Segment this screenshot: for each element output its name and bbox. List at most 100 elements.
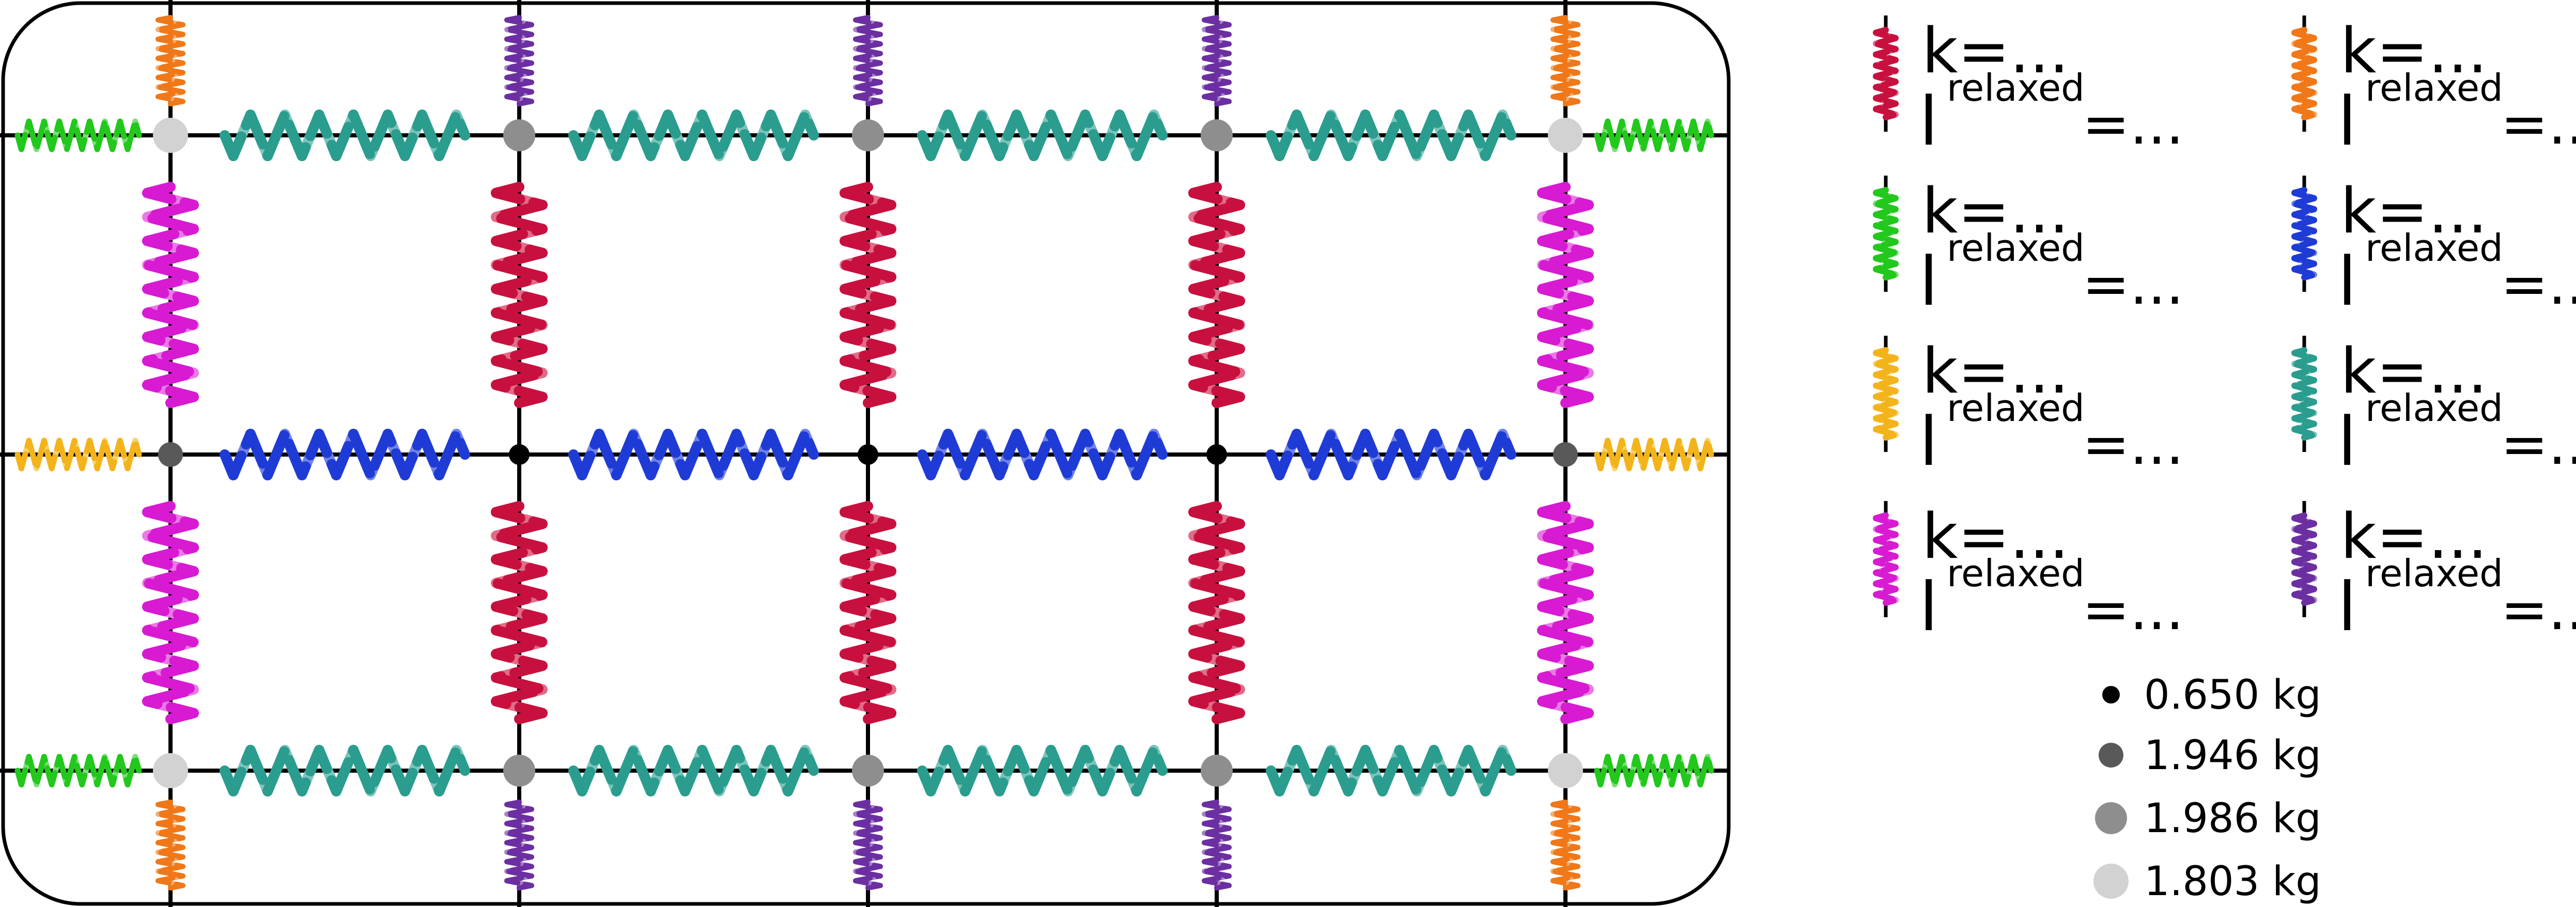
legend-length-symbol: l [1919, 242, 1938, 321]
legend-k-label: k=... [1922, 501, 2069, 573]
legend-spring-orange [2291, 27, 2317, 120]
mass-legend-item-m4: 1.803 kg [2093, 858, 2321, 905]
mass-m3 [852, 119, 884, 151]
vertical-spring [1188, 501, 1245, 724]
legend-relaxed-superscript: relaxed [1947, 66, 2085, 110]
vertical-spring [840, 182, 896, 408]
wall-spring-left [14, 437, 142, 472]
legend-length-value: =... [2082, 411, 2184, 477]
mass-m3 [1201, 755, 1233, 787]
legend-k-label: k=... [1922, 336, 2069, 408]
mass-m4 [153, 753, 188, 788]
springs-layer [14, 15, 1714, 890]
horizontal-spring [568, 110, 819, 161]
wall-spring-right [1594, 437, 1714, 472]
legend-k-label: k=... [1922, 176, 2069, 247]
horizontal-spring [220, 429, 470, 480]
legend-length-symbol: l [1919, 568, 1938, 646]
wall-spring-top [853, 15, 883, 106]
legend-length-value: =... [2501, 576, 2576, 643]
spring-legend: k=...lrelaxed=...k=...lrelaxed=...k=...l… [1873, 15, 2576, 646]
legend-length-symbol: l [1919, 82, 1938, 161]
mass-m2 [158, 442, 183, 467]
legend-length-symbol: l [2338, 242, 2356, 321]
legend-k-label: k=... [1922, 15, 2069, 87]
horizontal-spring [917, 745, 1168, 796]
legend-length-value: =... [2501, 91, 2576, 157]
wall-spring-bottom [504, 800, 534, 890]
vertical-spring [491, 182, 548, 408]
mass-legend-dot [2093, 864, 2129, 899]
vertical-spring [1537, 501, 1594, 724]
legend-spring-yellow [1873, 347, 1899, 441]
horizontal-spring [568, 429, 819, 480]
mass-m2 [1553, 442, 1578, 467]
legend-relaxed-superscript: relaxed [2365, 552, 2503, 595]
mass-legend-dot [2095, 802, 2127, 834]
mass-m3 [852, 755, 884, 787]
mass-m4 [1548, 753, 1583, 788]
legend-k-label: k=... [2340, 336, 2487, 408]
mass-m1 [509, 444, 530, 465]
legend-spring-teal [2291, 347, 2317, 441]
vertical-spring [840, 501, 896, 724]
mass-legend-label: 0.650 kg [2144, 672, 2321, 718]
legend-spring-crimson [1873, 27, 1899, 120]
horizontal-spring [220, 745, 470, 796]
wall-spring-bottom [853, 800, 883, 890]
mass-legend-item-m1: 0.650 kg [2102, 672, 2321, 718]
wall-spring-top [156, 15, 185, 106]
horizontal-spring [1266, 429, 1516, 480]
mass-legend-label: 1.986 kg [2144, 795, 2321, 842]
horizontal-spring [220, 110, 470, 161]
mass-m4 [153, 118, 188, 153]
masses-layer [153, 118, 1583, 788]
wall-spring-top [1202, 15, 1232, 106]
legend-spring-green [1873, 187, 1899, 280]
legend-length-value: =... [2082, 576, 2184, 643]
legend-length-symbol: l [1919, 402, 1938, 481]
legend-k-label: k=... [2340, 15, 2487, 87]
wall-spring-bottom [156, 800, 185, 890]
mass-legend: 0.650 kg 1.946 kg 1.986 kg 1.803 kg [2093, 672, 2321, 905]
legend-length-value: =... [2501, 251, 2576, 317]
wall-spring-left [14, 754, 142, 788]
legend-spring-magenta [1873, 512, 1899, 606]
legend-length-value: =... [2501, 411, 2576, 477]
mass-legend-label: 1.946 kg [2144, 732, 2321, 779]
wall-spring-top [504, 15, 534, 106]
legend-relaxed-superscript: relaxed [1947, 226, 2085, 270]
mass-legend-dot [2102, 686, 2120, 703]
legend-length-symbol: l [2338, 568, 2356, 646]
vertical-spring [491, 501, 548, 724]
wall-spring-right [1594, 754, 1714, 788]
mass-m3 [503, 755, 535, 787]
horizontal-spring [917, 110, 1168, 161]
mass-m3 [503, 119, 535, 151]
legend-k-label: k=... [2340, 176, 2487, 247]
vertical-spring [1537, 182, 1594, 408]
legend-k-label: k=... [2340, 501, 2487, 573]
legend-relaxed-superscript: relaxed [2365, 66, 2503, 110]
legend-relaxed-superscript: relaxed [1947, 552, 2085, 595]
mass-m1 [1206, 444, 1227, 465]
legend-relaxed-superscript: relaxed [2365, 226, 2503, 270]
legend-spring-purple [2291, 512, 2317, 606]
legend-length-symbol: l [2338, 402, 2356, 481]
horizontal-spring [917, 429, 1168, 480]
vertical-spring [142, 501, 199, 724]
legend-spring-blue [2291, 187, 2317, 280]
wall-spring-bottom [1550, 800, 1580, 890]
mass-legend-item-m3: 1.986 kg [2095, 795, 2321, 842]
horizontal-spring [1266, 110, 1516, 161]
legend-length-value: =... [2082, 251, 2184, 317]
mass-legend-dot [2099, 743, 2123, 768]
wall-spring-top [1550, 15, 1580, 106]
